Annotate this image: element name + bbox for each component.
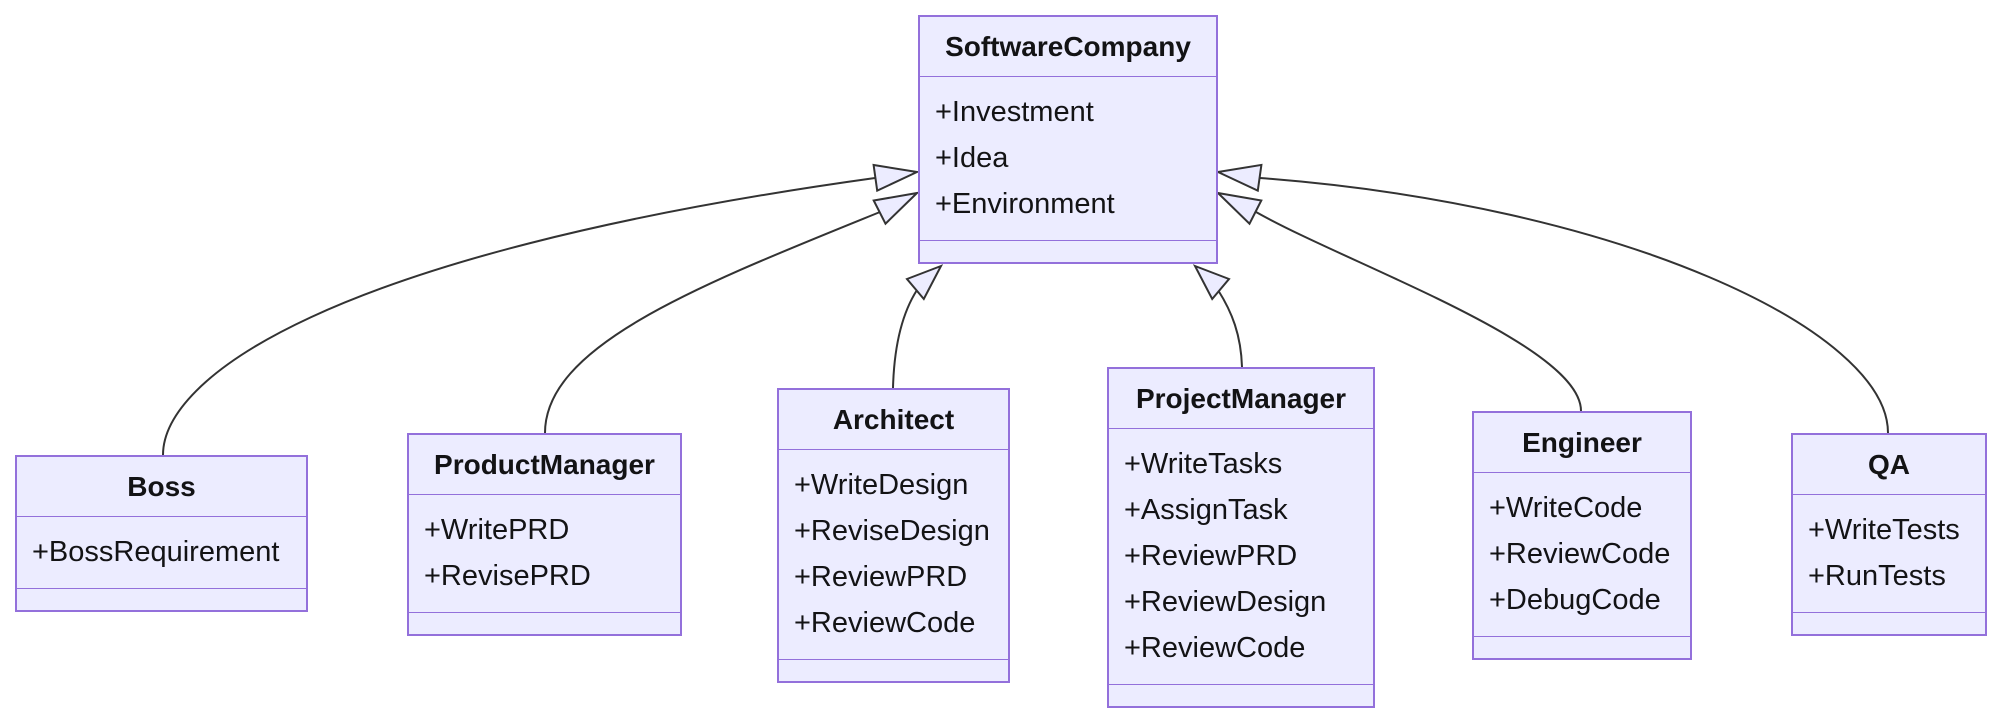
class-attribute: +ReviewDesign — [1124, 586, 1327, 618]
class-title: ProductManager — [409, 435, 680, 495]
class-attribute: +WriteTests — [1808, 514, 1960, 546]
class-attributes: +WriteTests +RunTests — [1793, 495, 1985, 613]
class-attribute: +DebugCode — [1489, 584, 1661, 616]
inheritance-edge-line — [892, 289, 918, 389]
class-engineer: Engineer +WriteCode +ReviewCode +DebugCode — [1472, 411, 1692, 660]
class-attributes: +BossRequirement — [17, 517, 306, 589]
class-methods-empty — [1793, 613, 1985, 634]
class-attribute: +AssignTask — [1124, 494, 1288, 526]
inheritance-edge-line — [1217, 289, 1243, 368]
class-architect: Architect +WriteDesign +ReviseDesign +Revi… — [777, 388, 1010, 683]
edge-projectmanager-to-softwarecompany — [1192, 264, 1243, 368]
class-attributes: +WriteCode +ReviewCode +DebugCode — [1474, 473, 1690, 637]
class-attribute: +WriteDesign — [794, 469, 969, 501]
class-attribute: +BossRequirement — [32, 536, 280, 568]
class-title: Boss — [17, 457, 306, 517]
class-software-company: SoftwareCompany +Investment +Idea +Environ… — [918, 15, 1218, 264]
inheritance-arrowhead-icon — [1214, 191, 1263, 226]
inheritance-arrowhead-icon — [905, 264, 944, 301]
inheritance-arrowhead-icon — [872, 191, 921, 226]
class-methods-empty — [1109, 685, 1373, 706]
class-attribute: +ReviseDesign — [794, 515, 990, 547]
class-attribute: +WritePRD — [424, 514, 570, 546]
class-methods-empty — [779, 660, 1008, 681]
class-methods-empty — [17, 589, 306, 610]
class-attribute: +Environment — [935, 188, 1115, 220]
class-attribute: +ReviewCode — [794, 607, 976, 639]
class-methods-empty — [920, 241, 1216, 262]
class-boss: Boss +BossRequirement — [15, 455, 308, 612]
class-attribute: +WriteTasks — [1124, 448, 1283, 480]
class-attribute: +WriteCode — [1489, 492, 1643, 524]
class-attribute: +RunTests — [1808, 560, 1946, 592]
class-attribute: +ReviewPRD — [794, 561, 968, 593]
class-title: Architect — [779, 390, 1008, 450]
class-title: ProjectManager — [1109, 369, 1373, 429]
class-title: SoftwareCompany — [920, 17, 1216, 77]
class-methods-empty — [409, 613, 680, 634]
class-attribute: +Idea — [935, 142, 1009, 174]
class-qa: QA +WriteTests +RunTests — [1791, 433, 1987, 636]
class-attributes: +WriteDesign +ReviseDesign +ReviewPRD +Revi… — [779, 450, 1008, 660]
class-attribute: +ReviewCode — [1124, 632, 1306, 664]
class-attribute: +RevisePRD — [424, 560, 591, 592]
class-attributes: +Investment +Idea +Environment — [920, 77, 1216, 241]
class-product-manager: ProductManager +WritePRD +RevisePRD — [407, 433, 682, 636]
class-attribute: +ReviewPRD — [1124, 540, 1298, 572]
inheritance-edge-line — [162, 177, 876, 456]
class-title: Engineer — [1474, 413, 1690, 473]
inheritance-arrowhead-icon — [1214, 163, 1263, 193]
class-attribute: +ReviewCode — [1489, 538, 1671, 570]
class-attributes: +WritePRD +RevisePRD — [409, 495, 680, 613]
inheritance-arrowhead-icon — [1192, 264, 1231, 301]
class-attributes: +WriteTasks +AssignTask +ReviewPRD +ReviewD… — [1109, 429, 1373, 685]
class-attribute: +Investment — [935, 96, 1094, 128]
class-methods-empty — [1474, 637, 1690, 658]
class-title: QA — [1793, 435, 1985, 495]
inheritance-arrowhead-icon — [872, 163, 921, 193]
class-project-manager: ProjectManager +WriteTasks +AssignTask +Re… — [1107, 367, 1375, 708]
edge-architect-to-softwarecompany — [892, 264, 944, 389]
